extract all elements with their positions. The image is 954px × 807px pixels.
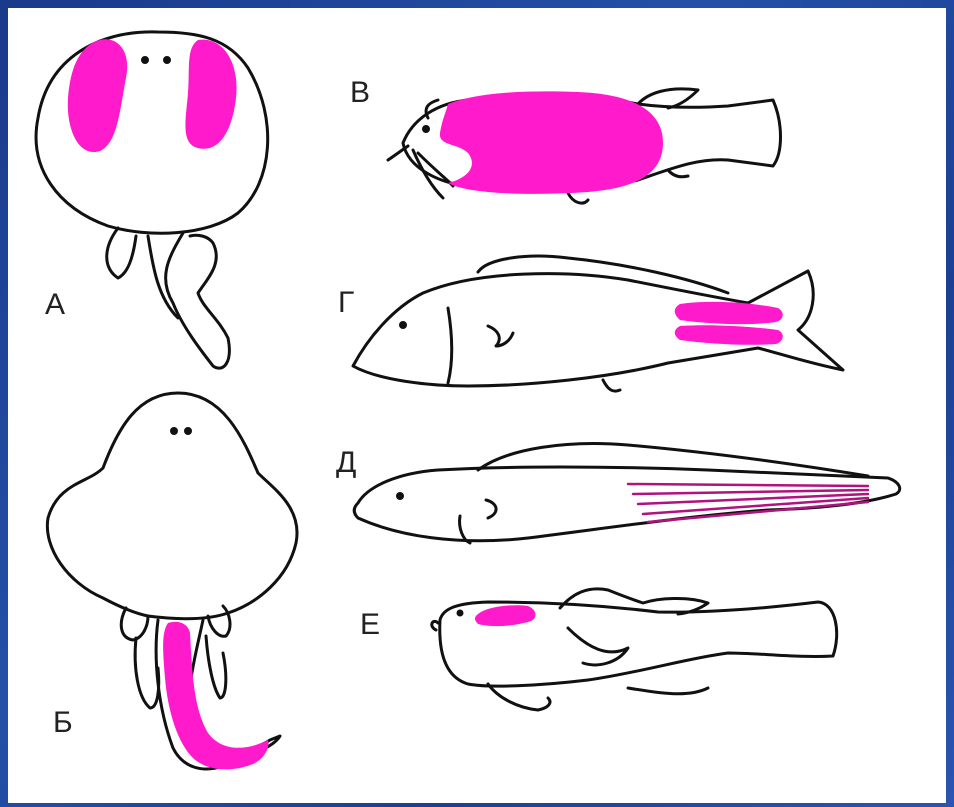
- label-e: Е: [360, 610, 380, 640]
- mormyrid-figure: [353, 256, 843, 391]
- knifefish-electric-organ: [628, 484, 868, 522]
- mormyrid-body: [353, 271, 843, 386]
- torpedo-ray-electric-organ-left: [68, 39, 127, 152]
- electric-catfish-electric-organ: [440, 91, 663, 194]
- stargazer-electric-organ: [475, 605, 536, 626]
- electric-catfish-barbels: [388, 100, 453, 198]
- stargazer-figure: [432, 589, 837, 710]
- mormyrid-electric-organ: [675, 302, 783, 345]
- torpedo-ray-body: [36, 32, 268, 233]
- skate-pelvic-fin-right: [208, 606, 230, 636]
- knifefish-figure: [354, 444, 899, 543]
- torpedo-ray-tail: [166, 233, 230, 368]
- fish-diagram: [8, 8, 946, 803]
- skate-body: [47, 393, 297, 619]
- skate-clasper-right: [206, 636, 226, 698]
- torpedo-ray-left-pelvic-fin: [107, 228, 136, 278]
- torpedo-ray-electric-organ-right: [185, 40, 236, 149]
- label-b: Б: [53, 708, 73, 738]
- figure-panel: А Б В Г Д Е: [8, 8, 946, 803]
- label-d: Д: [336, 448, 356, 478]
- knifefish-body: [354, 467, 899, 541]
- knifefish-dorsal-line: [478, 444, 868, 476]
- label-a: А: [45, 290, 65, 320]
- label-g: Г: [338, 288, 354, 318]
- skate-electric-organ: [163, 622, 268, 770]
- label-v: В: [350, 78, 370, 108]
